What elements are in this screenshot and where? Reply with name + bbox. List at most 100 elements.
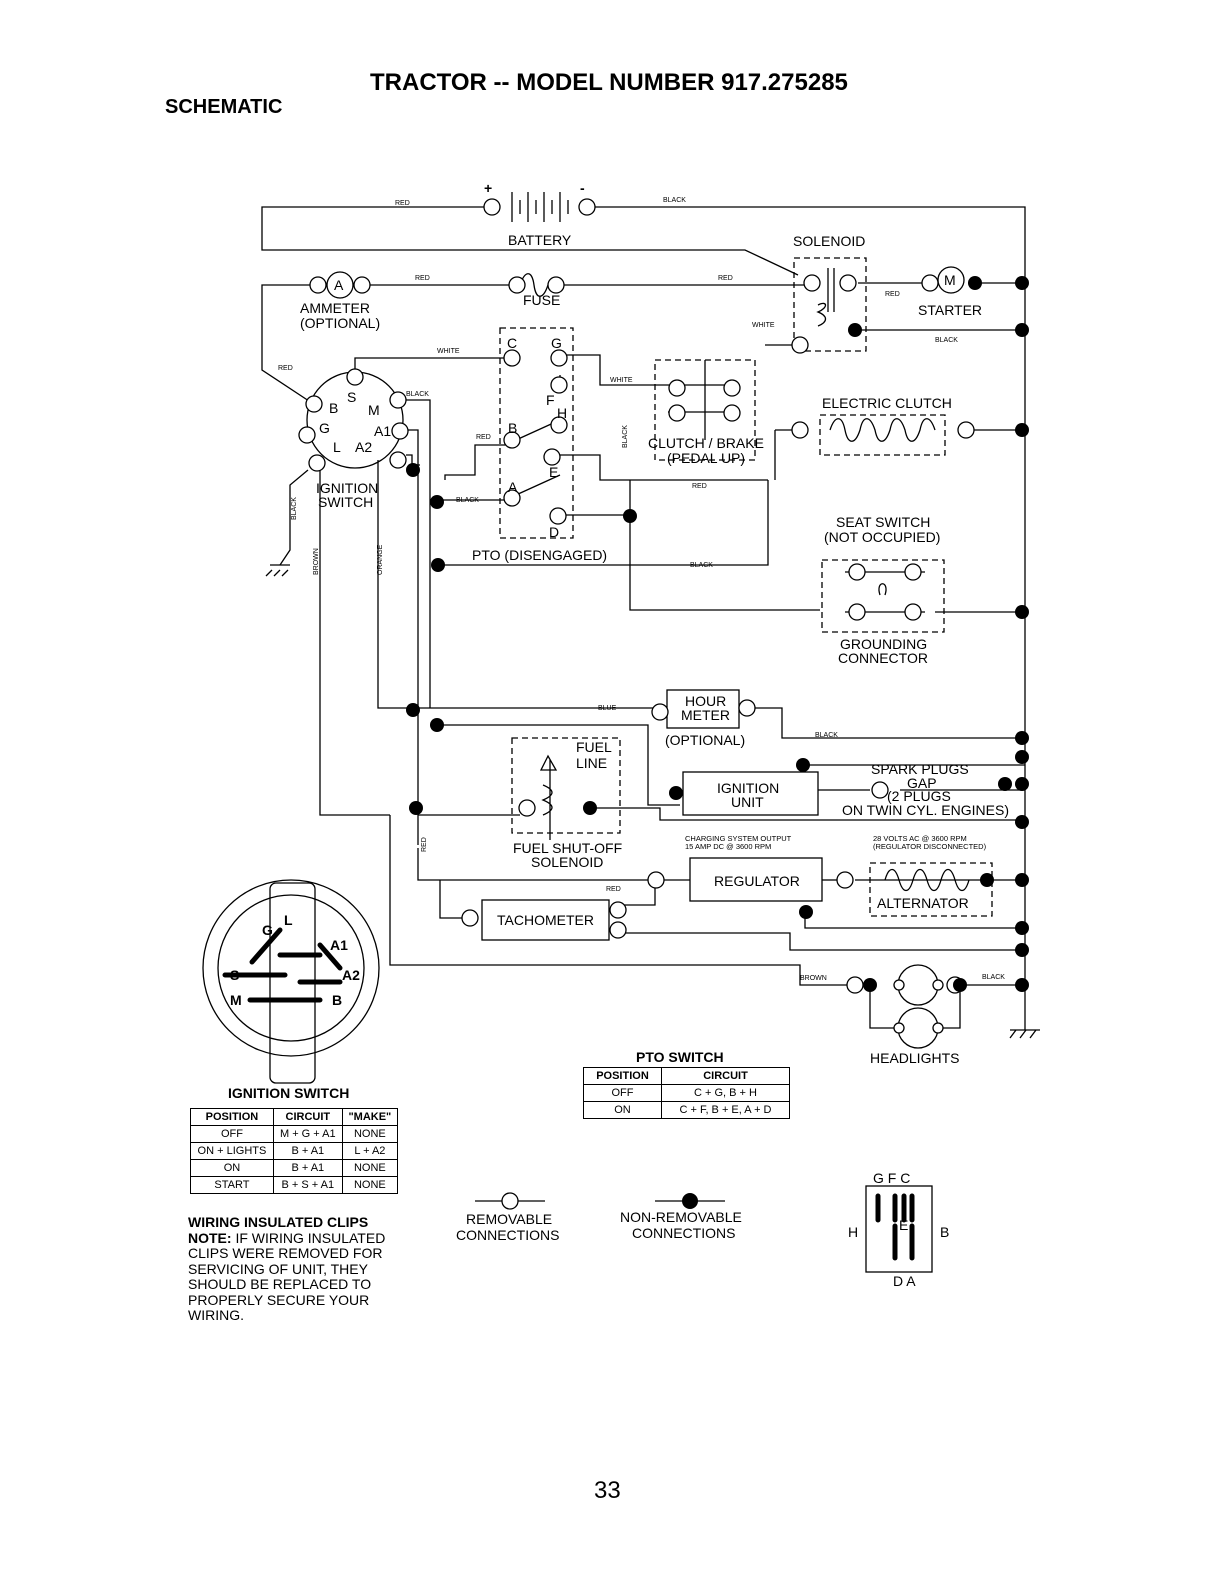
spark-plugs-count-label: (2 PLUGS <box>887 788 951 804</box>
wire-label-red: RED <box>415 275 430 282</box>
wire-label-white: WHITE <box>610 377 633 384</box>
table-cell: C + F, B + E, A + D <box>660 1101 791 1119</box>
spark-plugs-label: SPARK PLUGS <box>871 761 969 777</box>
pto-face-top-letters: G F C <box>873 1170 910 1186</box>
table-cell: L + A2 <box>341 1142 399 1160</box>
wire-label-black: BLACK <box>456 497 479 504</box>
battery-negative-label: - <box>580 180 585 196</box>
wire-label-black: BLACK <box>663 197 686 204</box>
table-row: OFF C + G, B + H <box>583 1084 791 1102</box>
page-title: TRACTOR -- MODEL NUMBER 917.275285 <box>370 69 848 96</box>
wire-label-red: RED <box>395 200 410 207</box>
ign-terminal-s: S <box>347 389 356 405</box>
table-cell: B + S + A1 <box>272 1176 343 1194</box>
removable-legend-label: REMOVABLE <box>466 1211 552 1227</box>
table-row: OFF M + G + A1 NONE <box>190 1125 399 1143</box>
wire-label-black: BLACK <box>935 337 958 344</box>
wire-label-white: WHITE <box>752 322 775 329</box>
fuse-label: FUSE <box>523 292 560 308</box>
note-text: IF WIRING INSULATED CLIPS WERE REMOVED F… <box>188 1229 386 1323</box>
wire-label-white: WHITE <box>437 348 460 355</box>
spark-plugs-gap-label: GAP <box>907 775 937 791</box>
wire-label-black: BLACK <box>982 974 1005 981</box>
pto-terminal-c: C <box>507 335 517 351</box>
table-cell: C + G, B + H <box>660 1084 791 1102</box>
table-row: ON + LIGHTS B + A1 L + A2 <box>190 1142 399 1160</box>
starter-symbol: M <box>944 272 956 288</box>
pto-table-title: PTO SWITCH <box>636 1049 724 1065</box>
table-cell: NONE <box>341 1176 399 1194</box>
grounding-label-2: CONNECTOR <box>838 650 928 666</box>
pto-terminal-d: D <box>549 524 559 540</box>
alternator-label: ALTERNATOR <box>877 895 969 911</box>
wire-label-blue: BLUE <box>598 705 617 712</box>
ammeter-optional-label: (OPTIONAL) <box>300 315 380 331</box>
seat-switch-sub-label: (NOT OCCUPIED) <box>824 529 940 545</box>
pto-face-bottom-letters: D A <box>893 1273 916 1289</box>
wire-label-red: RED <box>476 434 491 441</box>
note-heading: WIRING INSULATED CLIPS <box>188 1214 369 1230</box>
table-cell: M + G + A1 <box>272 1125 343 1143</box>
ign-terminal-a2: A2 <box>355 439 372 455</box>
ign-terminal-g: G <box>319 420 330 436</box>
wire-label-red: RED <box>718 275 733 282</box>
clutch-brake-sub-label: (PEDAL UP) <box>667 450 745 466</box>
wire-label-black: BLACK <box>622 425 629 448</box>
wire-label-black: BLACK <box>291 497 298 520</box>
ignition-table-title: IGNITION SWITCH <box>228 1085 349 1101</box>
table-cell: B + A1 <box>272 1142 343 1160</box>
pto-face-letter-e: E <box>899 1217 908 1233</box>
page-number: 33 <box>594 1477 621 1504</box>
table-cell: ON + LIGHTS <box>190 1142 274 1160</box>
regulator-label: REGULATOR <box>714 873 800 889</box>
alternator-volts-note-label: (REGULATOR DISCONNECTED) <box>873 842 987 851</box>
table-header: "MAKE" <box>341 1108 399 1126</box>
ammeter-label: AMMETER <box>300 300 370 316</box>
fuel-line-label-2: LINE <box>576 755 607 771</box>
wire-label-black: BLACK <box>815 732 838 739</box>
clutch-brake-label: CLUTCH / BRAKE <box>648 435 764 451</box>
table-cell: NONE <box>341 1159 399 1177</box>
headlights-label: HEADLIGHTS <box>870 1050 959 1066</box>
nonremovable-legend-label-2: CONNECTIONS <box>632 1225 735 1241</box>
hour-meter-label: HOUR <box>685 693 726 709</box>
ign-terminal-l: L <box>333 439 341 455</box>
pto-terminal-h: H <box>557 405 567 421</box>
table-row: ON C + F, B + E, A + D <box>583 1101 791 1119</box>
table-header: CIRCUIT <box>660 1067 791 1085</box>
removable-legend-label-2: CONNECTIONS <box>456 1227 559 1243</box>
table-cell: B + A1 <box>272 1159 343 1177</box>
face-terminal-b: B <box>332 992 342 1008</box>
table-cell: ON <box>583 1101 662 1119</box>
pto-switch-table: POSITION CIRCUIT OFF C + G, B + H ON C +… <box>583 1067 791 1119</box>
wire-label-red: RED <box>421 837 428 852</box>
pto-label: PTO (DISENGAGED) <box>472 547 607 563</box>
ignition-switch-table: POSITION CIRCUIT "MAKE" OFF M + G + A1 N… <box>190 1108 399 1194</box>
hour-meter-label-2: METER <box>681 707 730 723</box>
ignition-unit-label-2: UNIT <box>731 794 764 810</box>
table-header: CIRCUIT <box>272 1108 343 1126</box>
wire-label-red: RED <box>692 483 707 490</box>
table-cell: OFF <box>583 1084 662 1102</box>
hour-meter-optional-label: (OPTIONAL) <box>665 732 745 748</box>
electric-clutch-label: ELECTRIC CLUTCH <box>822 395 952 411</box>
fuel-line-label: FUEL <box>576 739 612 755</box>
table-row: ON B + A1 NONE <box>190 1159 399 1177</box>
fuel-shutoff-label-2: SOLENOID <box>531 854 603 870</box>
pto-terminal-a: A <box>508 479 518 495</box>
ign-terminal-b: B <box>329 400 338 416</box>
wire-label-brown: BROWN <box>800 975 827 982</box>
wire-label-brown: BROWN <box>313 548 320 575</box>
pto-face-letter-b: B <box>940 1224 949 1240</box>
ignition-switch-label: IGNITION <box>316 480 378 496</box>
table-header: POSITION <box>190 1108 274 1126</box>
ammeter-symbol: A <box>334 277 344 293</box>
wire-label-red: RED <box>606 886 621 893</box>
face-terminal-a2: A2 <box>342 967 360 983</box>
wiring-note: WIRING INSULATED CLIPS NOTE: IF WIRING I… <box>188 1214 398 1324</box>
section-title: SCHEMATIC <box>165 96 282 118</box>
solenoid-label: SOLENOID <box>793 233 865 249</box>
ign-terminal-m: M <box>368 402 380 418</box>
charging-output-label: CHARGING SYSTEM OUTPUT <box>685 834 792 843</box>
face-terminal-s: S <box>230 967 239 983</box>
